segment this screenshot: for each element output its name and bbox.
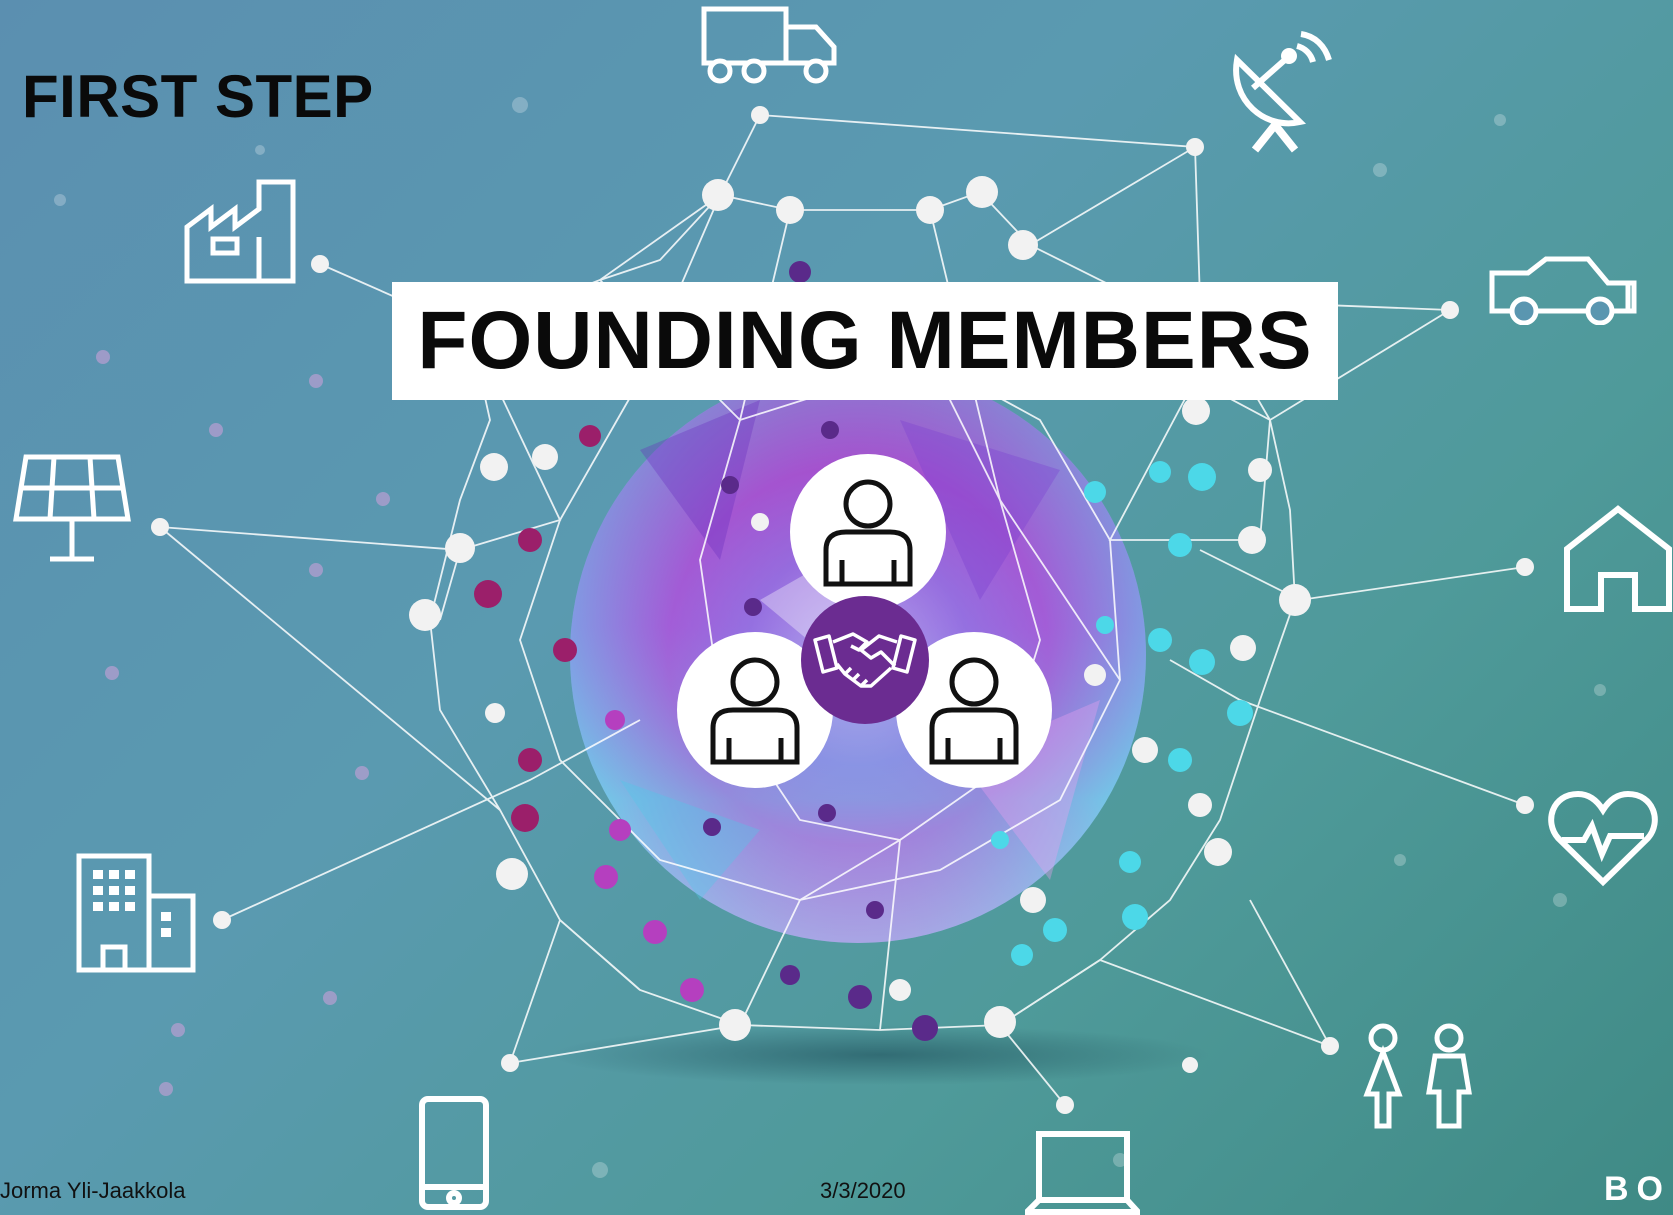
title-banner: FOUNDING MEMBERS (392, 282, 1338, 400)
member-icon (677, 632, 833, 788)
laptop-icon (1025, 1130, 1140, 1215)
solar-panel-icon (12, 453, 132, 565)
footer-date: 3/3/2020 (820, 1178, 906, 1203)
factory-icon (183, 177, 298, 285)
heart-rate-icon (1548, 788, 1658, 888)
page-title: FOUNDING MEMBERS (417, 295, 1313, 386)
step-label: FIRST STEP (22, 63, 374, 130)
office-building-icon (75, 852, 197, 974)
people-icon (1353, 1022, 1481, 1132)
satellite-dish-icon (1225, 30, 1335, 155)
footer-author: Jorma Yli-Jaakkola (0, 1178, 186, 1203)
car-icon (1488, 255, 1638, 325)
handshake-icon (801, 596, 929, 724)
member-icon (790, 454, 946, 610)
house-icon (1563, 505, 1673, 615)
member-icon (896, 632, 1052, 788)
smartphone-icon (418, 1095, 490, 1210)
truck-icon (700, 5, 840, 85)
logo: BO (1604, 1170, 1671, 1208)
